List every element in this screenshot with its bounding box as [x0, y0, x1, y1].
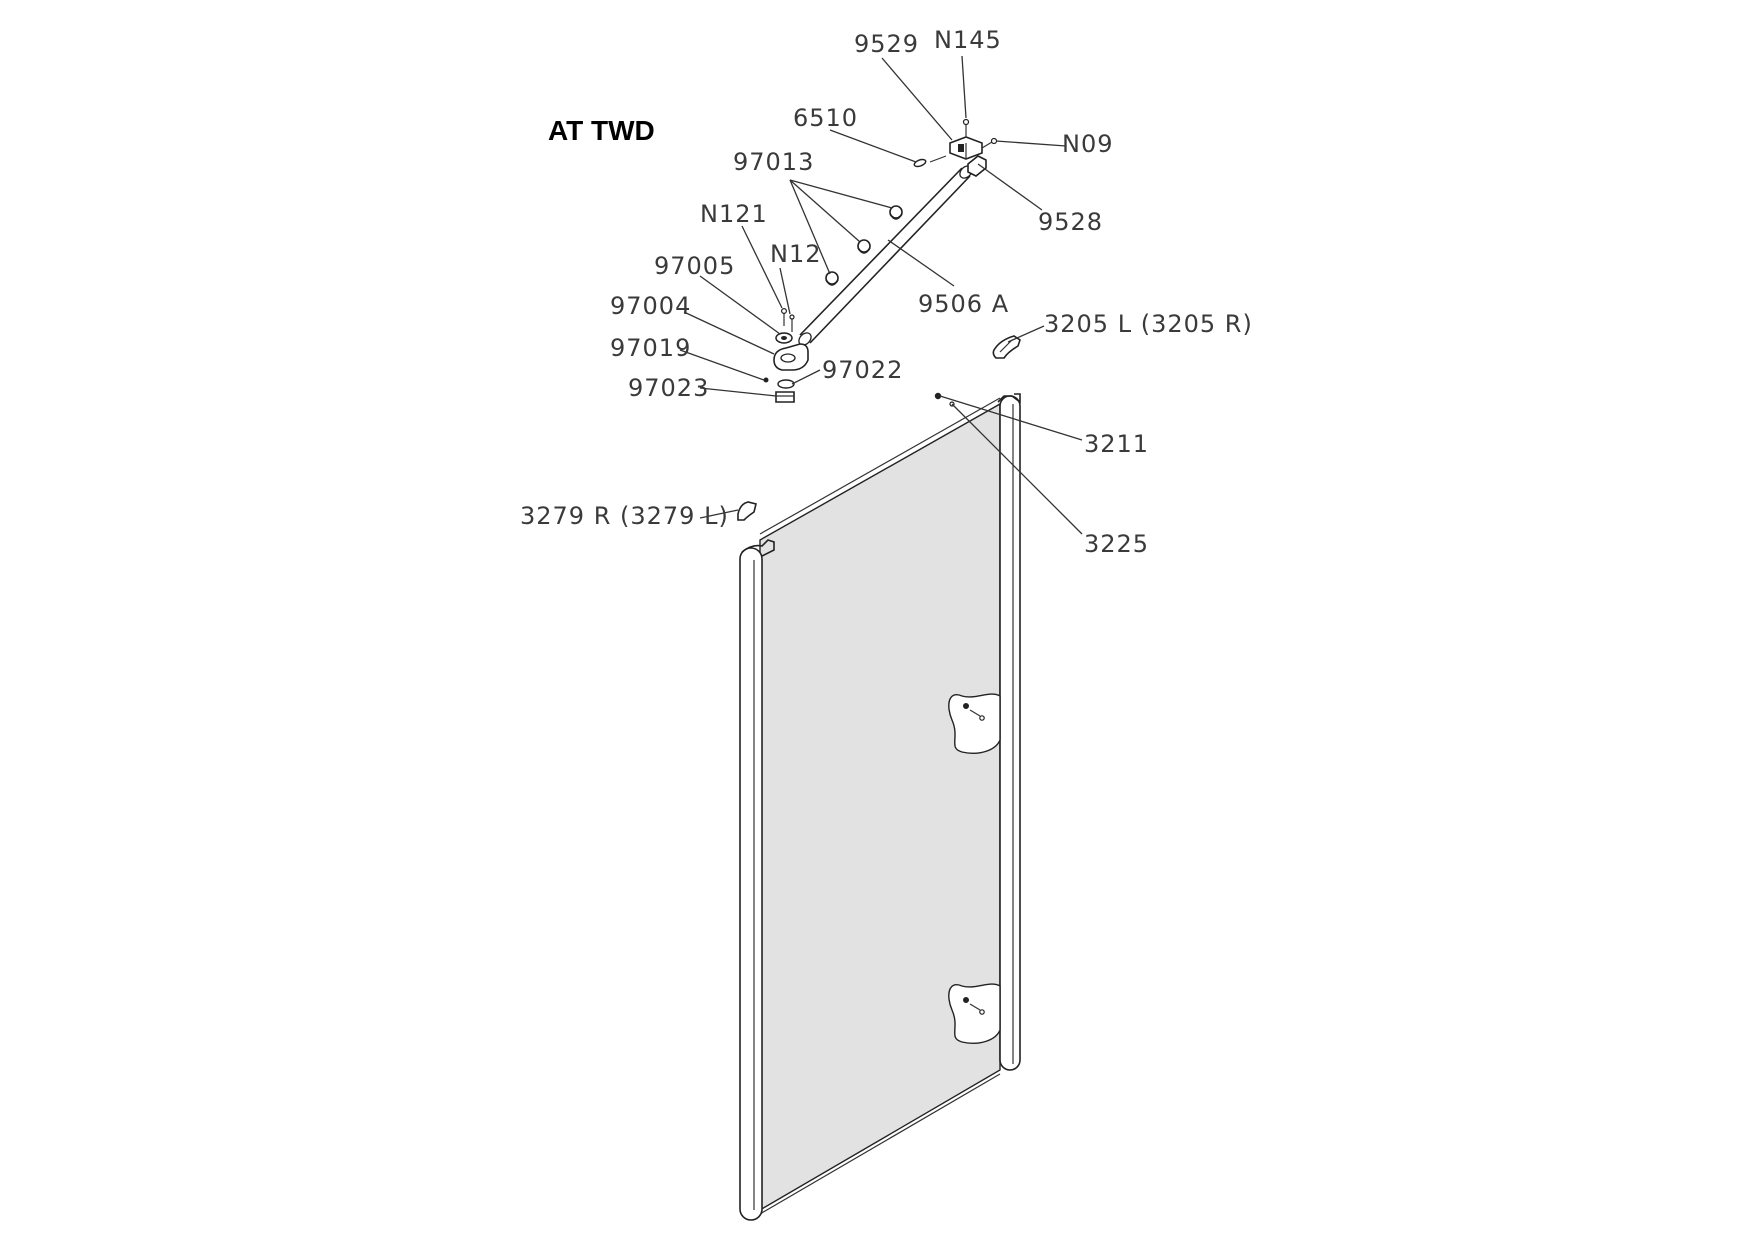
glass-door-panel: [759, 397, 1001, 1215]
clip-2: [857, 239, 871, 253]
label-97022: 97022: [822, 356, 903, 384]
cap-6510: [913, 158, 927, 168]
label-n121: N121: [700, 200, 768, 228]
left-profile-cap: [741, 539, 775, 557]
glass-clip-97023: [775, 391, 795, 403]
bar-bottom-edge: [809, 175, 971, 344]
label-3225: 3225: [1084, 530, 1149, 558]
right-profile-cap: [997, 393, 1021, 404]
label-3205: 3205 L (3205 R): [1044, 310, 1253, 338]
label-n145: N145: [934, 26, 1002, 54]
lower-handle-cutout: [948, 983, 1001, 1044]
upper-handle-cutout: [948, 693, 1001, 754]
label-9528: 9528: [1038, 208, 1103, 236]
part-labels: 9529 N145 6510 N09 97013 9528 N121 N12 9…: [520, 26, 1253, 558]
label-97023: 97023: [628, 374, 709, 402]
clip-3: [825, 271, 839, 285]
end-cap-3205: [992, 335, 1021, 359]
left-profile-body: [739, 547, 763, 1221]
glass-bottom-edge: [759, 1073, 1001, 1215]
leader-lines: [679, 55, 1083, 535]
end-cap-3279: [737, 501, 757, 521]
bracket-hole: [958, 144, 964, 152]
label-6510: 6510: [793, 104, 858, 132]
label-97019: 97019: [610, 334, 691, 362]
label-97004: 97004: [610, 292, 691, 320]
label-97005: 97005: [654, 252, 735, 280]
label-97013: 97013: [733, 148, 814, 176]
diagram-title: AT TWD: [548, 115, 655, 146]
bar-top-edge: [799, 167, 963, 336]
label-n12: N12: [770, 240, 822, 268]
label-3279: 3279 R (3279 L): [520, 502, 729, 530]
right-profile-body: [999, 395, 1021, 1071]
ring-97022: [777, 379, 795, 389]
label-9529: 9529: [854, 30, 919, 58]
clip-1: [889, 205, 903, 219]
screw-3211: [934, 392, 942, 400]
glass-pane: [759, 402, 1001, 1212]
label-n09: N09: [1062, 130, 1114, 158]
glass-clamp-assembly: [763, 308, 809, 403]
right-wall-profile: [997, 393, 1021, 1071]
glass-top-edge: [759, 397, 1001, 535]
label-9506a: 9506 A: [918, 290, 1009, 318]
screw-n09: [981, 141, 993, 149]
label-3211: 3211: [1084, 430, 1149, 458]
wall-bracket-assembly: [913, 118, 998, 177]
bar-clips: [825, 205, 903, 286]
connector-9528: [967, 155, 987, 177]
left-wall-profile: [739, 539, 775, 1221]
pin-97019: [763, 377, 769, 383]
stabiliser-bar: [798, 165, 973, 346]
